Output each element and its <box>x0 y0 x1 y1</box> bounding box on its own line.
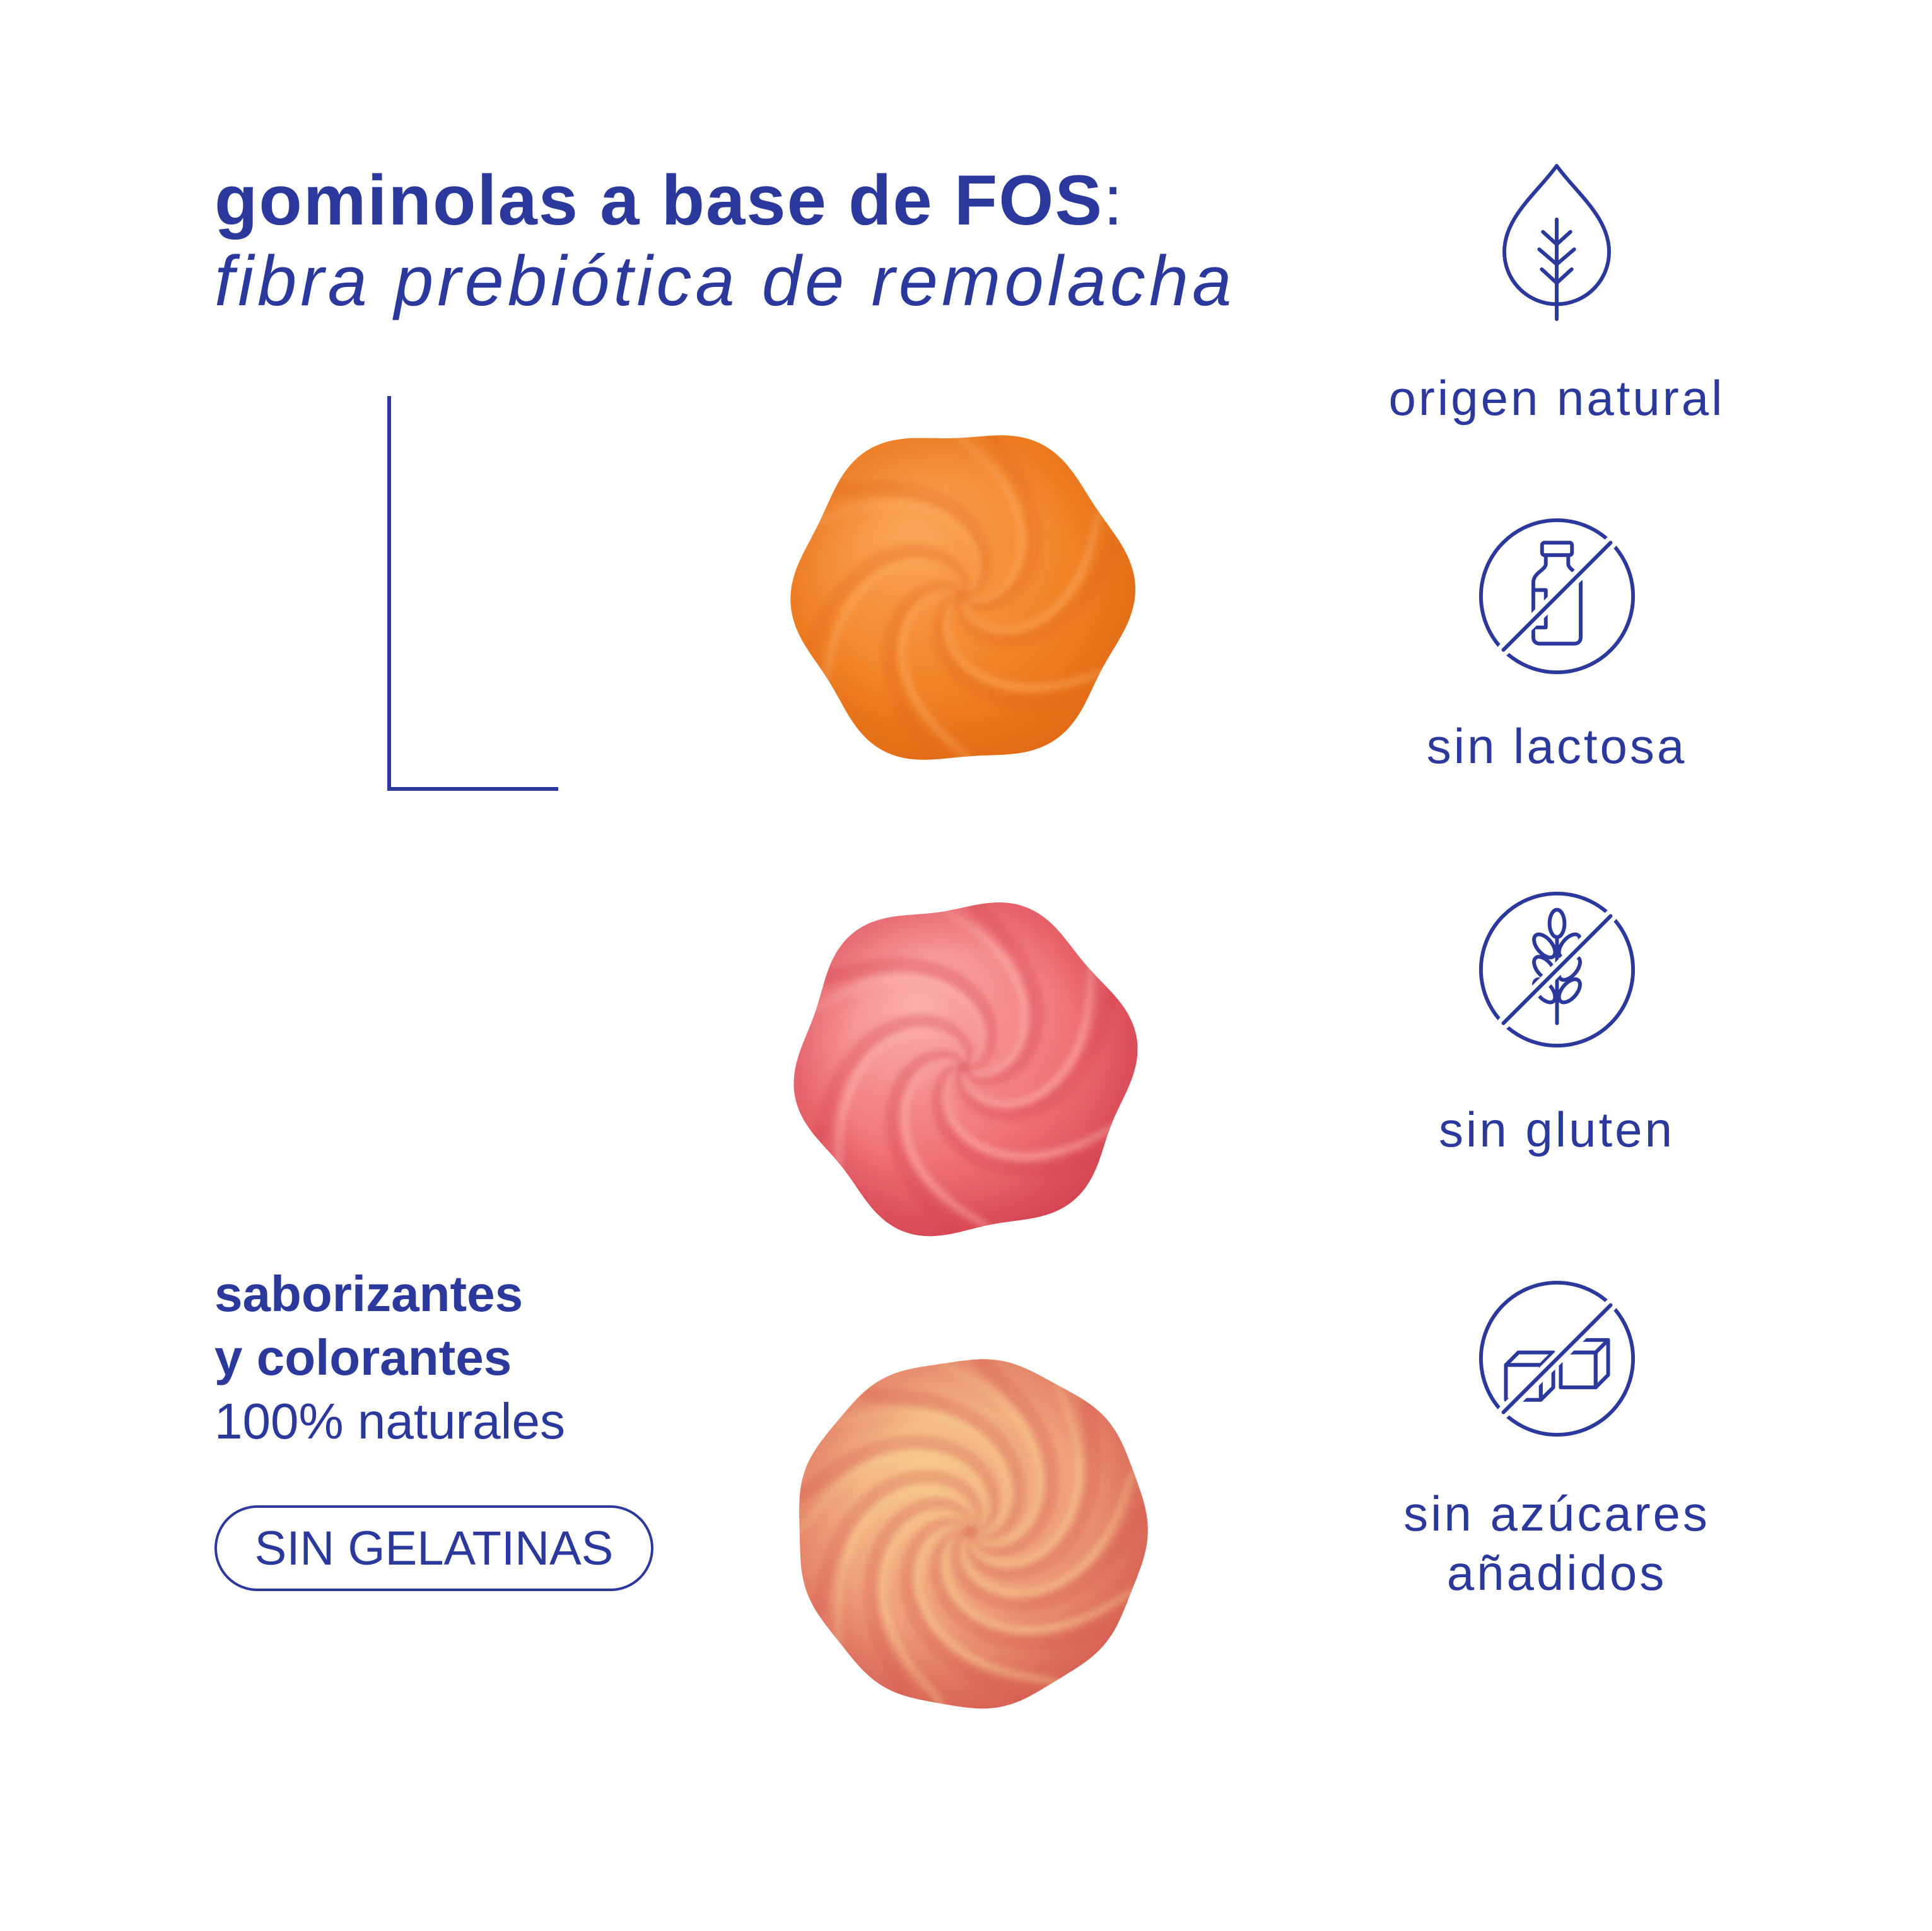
feature-label-sugar-line-2: añadidos <box>1446 1545 1667 1601</box>
gummy-rim-shade <box>799 1359 1148 1709</box>
gummy-pink-graphic <box>793 902 1138 1237</box>
gummy-pink <box>775 878 1154 1257</box>
corner-bracket-decoration <box>387 396 558 791</box>
badge-label: SIN GELATINAS <box>254 1521 614 1575</box>
feature-label-lactose: sin lactosa <box>1367 716 1746 776</box>
gummy-peach <box>782 1343 1160 1722</box>
no-milk-icon <box>1476 515 1638 677</box>
no-wheat-icon <box>1476 889 1638 1051</box>
gummy-rim-shade <box>793 902 1138 1237</box>
no-sugar-icon <box>1476 1278 1638 1440</box>
gummy-rim-shade <box>790 435 1135 760</box>
headline: gominolas a base de FOS: fibra prebiótic… <box>214 160 1235 322</box>
headline-colon: : <box>1103 161 1123 240</box>
feature-label-gluten-text: sin gluten <box>1439 1102 1675 1157</box>
gummy-peach-graphic <box>799 1359 1148 1709</box>
gummy-orange <box>773 407 1151 785</box>
headline-title-text: gominolas a base de FOS <box>214 161 1104 240</box>
feature-label-lactose-text: sin lactosa <box>1426 718 1687 774</box>
claims-line-3: 100% naturales <box>214 1393 565 1449</box>
feature-label-sugar: sin azúcares añadidos <box>1367 1484 1746 1602</box>
no-gelatin-badge: SIN GELATINAS <box>214 1505 653 1591</box>
feature-label-origin: origen natural <box>1367 368 1746 428</box>
feature-label-origin-text: origen natural <box>1388 370 1725 426</box>
feature-label-gluten: sin gluten <box>1367 1100 1746 1159</box>
leaf-icon <box>1501 162 1613 322</box>
claims-line-1: saborizantes <box>214 1266 524 1322</box>
headline-title: gominolas a base de FOS: <box>214 160 1235 241</box>
feature-label-sugar-line-1: sin azúcares <box>1403 1486 1710 1541</box>
gummy-orange-graphic <box>790 435 1135 760</box>
natural-claims: saborizantes y colorantes 100% naturales <box>214 1262 565 1453</box>
claims-line-2: y colorantes <box>214 1329 512 1386</box>
headline-subtitle: fibra prebiótica de remolacha <box>214 242 1236 320</box>
